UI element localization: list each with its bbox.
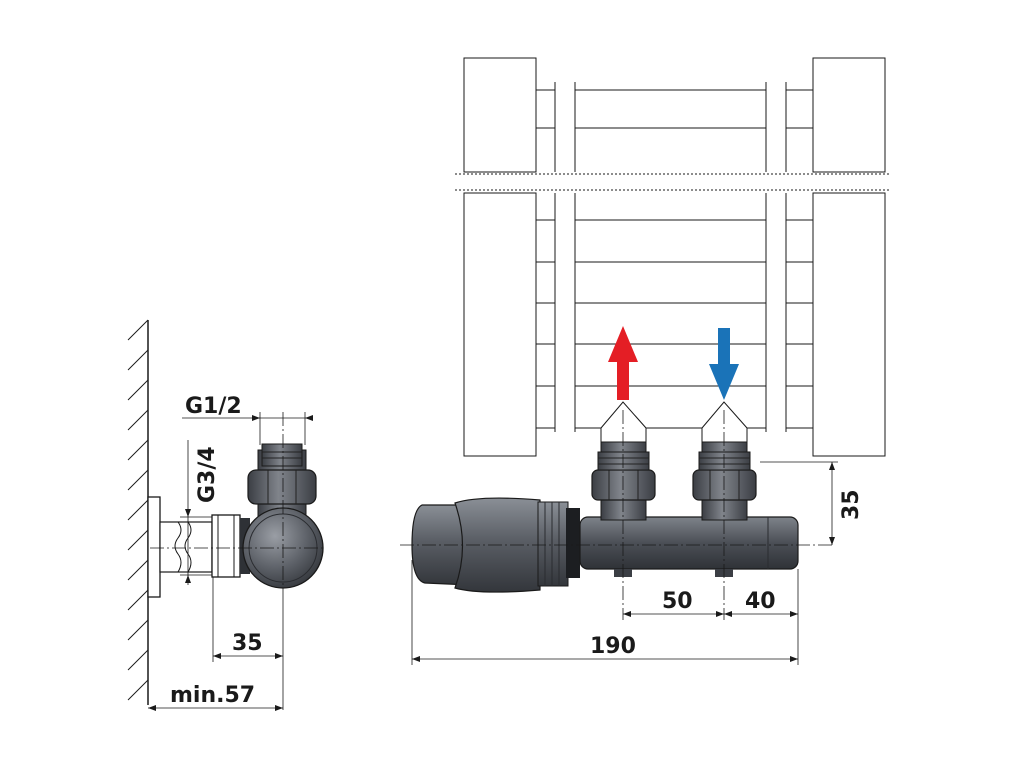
dim-190: 190 [590, 634, 636, 659]
valve-body [579, 516, 799, 570]
wall-hatching [127, 319, 149, 701]
front-dimensions [411, 461, 838, 665]
g34-label: G3/4 [195, 446, 220, 503]
wall-rosette [147, 496, 161, 598]
side-hex-nut [247, 469, 317, 505]
wall-pipe [159, 521, 213, 573]
dim-35-front: 35 [839, 489, 864, 520]
side-view: G1/2 G3/4 35 min.57 [127, 319, 325, 711]
dim-50: 50 [662, 589, 693, 614]
dim-35-side: 35 [232, 631, 263, 656]
g12-label: G1/2 [185, 394, 242, 419]
supply-arrow-icon [608, 326, 638, 400]
dim-40: 40 [745, 589, 776, 614]
radiator-outline [455, 57, 890, 457]
inlet-connector [211, 514, 241, 578]
return-arrow-icon [709, 328, 739, 400]
front-view-valve [400, 401, 835, 620]
dim-min57: min.57 [170, 683, 255, 708]
